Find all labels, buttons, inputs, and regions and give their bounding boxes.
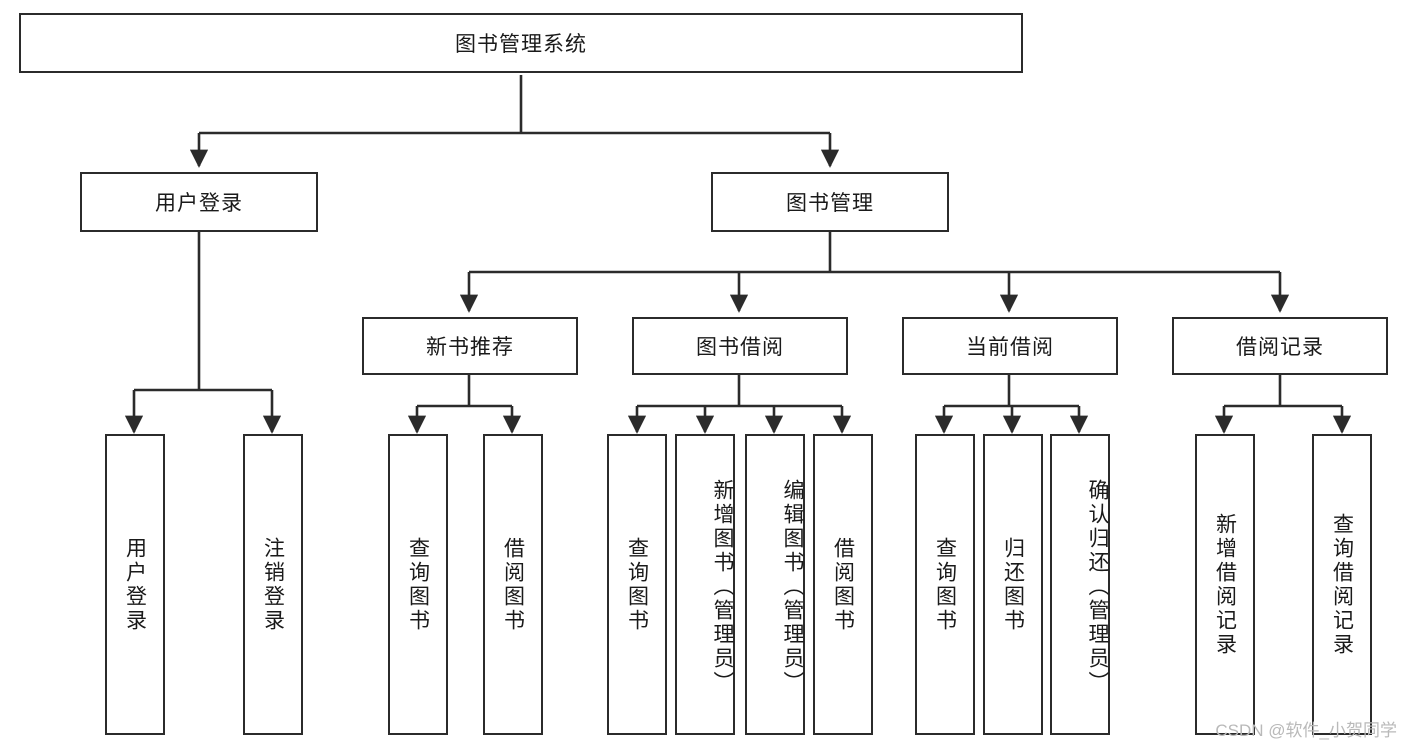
leaf-borrow-edit-book[interactable]: 编辑图书（管理员） <box>745 434 805 735</box>
node-label: 用户登录 <box>123 536 147 633</box>
node-label: 图书借阅 <box>696 336 784 359</box>
csdn-watermark: CSDN @软件_小贺同学 <box>1215 721 1397 740</box>
node-label: 新增图书（管理员） <box>711 478 734 695</box>
leaf-user-login-login[interactable]: 用户登录 <box>105 434 165 735</box>
node-label: 借阅记录 <box>1236 336 1324 359</box>
node-label: 编辑图书（管理员） <box>781 478 804 695</box>
node-label: 借阅图书 <box>831 536 855 633</box>
leaf-new-book-borrow[interactable]: 借阅图书 <box>483 434 543 735</box>
leaf-borrow-borrow-book[interactable]: 借阅图书 <box>813 434 873 735</box>
leaf-current-confirm-return[interactable]: 确认归还（管理员） <box>1050 434 1110 735</box>
node-book-management[interactable]: 图书管理 <box>711 172 949 232</box>
node-label: 查询图书 <box>933 536 957 633</box>
node-label: 确认归还（管理员） <box>1086 478 1109 695</box>
node-label: 查询借阅记录 <box>1330 512 1354 657</box>
node-borrow-record[interactable]: 借阅记录 <box>1172 317 1388 375</box>
node-label: 查询图书 <box>625 536 649 633</box>
node-label: 图书管理系统 <box>455 33 587 56</box>
node-root-system[interactable]: 图书管理系统 <box>19 13 1023 73</box>
leaf-record-query[interactable]: 查询借阅记录 <box>1312 434 1372 735</box>
node-book-borrow[interactable]: 图书借阅 <box>632 317 848 375</box>
node-label: 查询图书 <box>406 536 430 633</box>
node-label: 新增借阅记录 <box>1213 512 1237 657</box>
node-label: 用户登录 <box>155 192 243 215</box>
leaf-borrow-add-book[interactable]: 新增图书（管理员） <box>675 434 735 735</box>
node-label: 注销登录 <box>261 536 285 633</box>
leaf-borrow-query-book[interactable]: 查询图书 <box>607 434 667 735</box>
leaf-current-query-book[interactable]: 查询图书 <box>915 434 975 735</box>
leaf-current-return-book[interactable]: 归还图书 <box>983 434 1043 735</box>
leaf-record-add[interactable]: 新增借阅记录 <box>1195 434 1255 735</box>
leaf-user-login-logout[interactable]: 注销登录 <box>243 434 303 735</box>
node-new-book-recommend[interactable]: 新书推荐 <box>362 317 578 375</box>
node-user-login[interactable]: 用户登录 <box>80 172 318 232</box>
node-current-borrow[interactable]: 当前借阅 <box>902 317 1118 375</box>
node-label: 借阅图书 <box>501 536 525 633</box>
node-label: 图书管理 <box>786 192 874 215</box>
leaf-new-book-query[interactable]: 查询图书 <box>388 434 448 735</box>
node-label: 当前借阅 <box>966 336 1054 359</box>
node-label: 归还图书 <box>1001 536 1025 633</box>
node-label: 新书推荐 <box>426 336 514 359</box>
